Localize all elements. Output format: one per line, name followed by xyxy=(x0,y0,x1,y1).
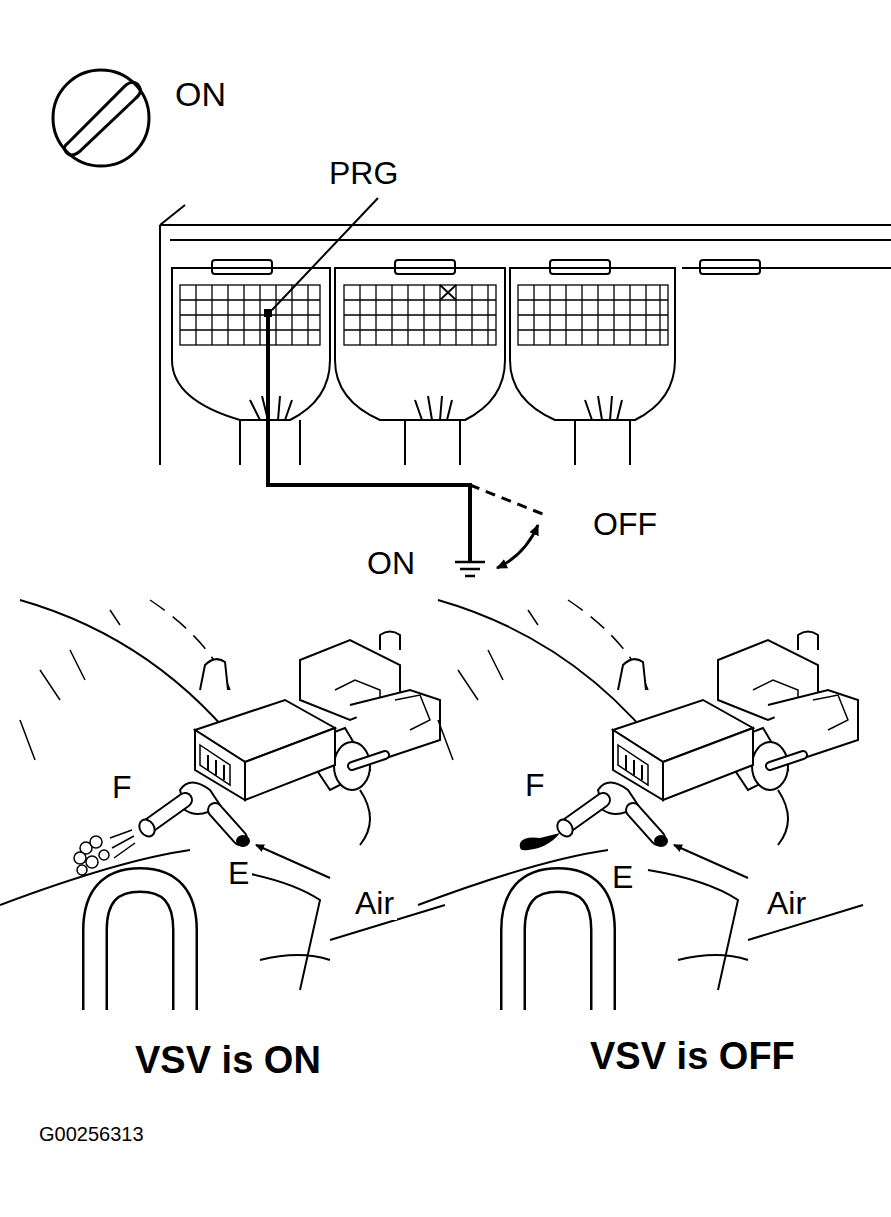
port-label: E xyxy=(225,856,252,890)
port-label: E xyxy=(609,860,636,894)
flow-label: Air xyxy=(352,886,397,920)
switch-state-label: ON xyxy=(172,76,229,112)
view-caption: VSV is OFF xyxy=(587,1036,798,1076)
port-label: F xyxy=(109,770,135,804)
figure-id: G00256313 xyxy=(36,1123,147,1145)
flow-label: Air xyxy=(764,886,809,920)
switch-state-label: OFF xyxy=(590,507,660,541)
port-label: F xyxy=(522,768,548,802)
view-caption: VSV is ON xyxy=(132,1040,324,1080)
pin-name: PRG xyxy=(326,156,401,190)
switch-state-label: ON xyxy=(364,546,418,580)
